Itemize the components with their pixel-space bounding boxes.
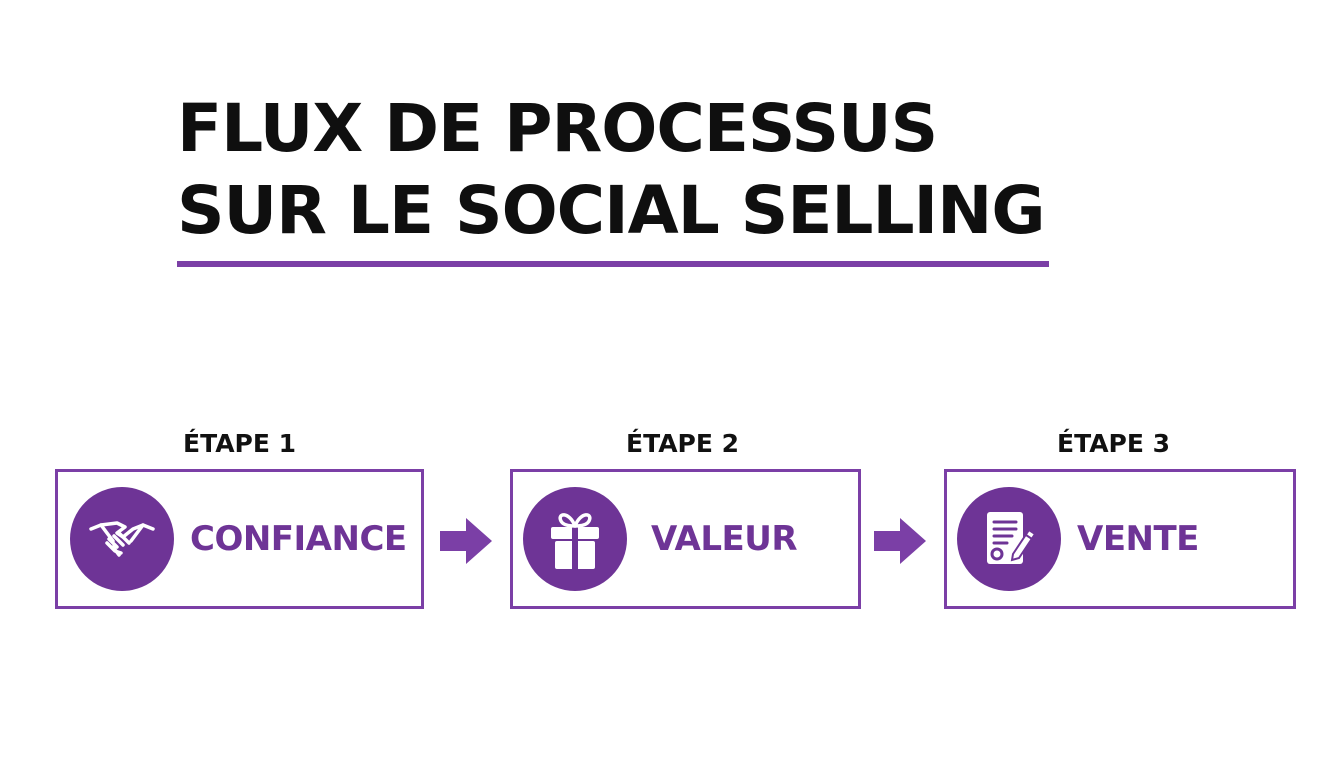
step-2-name: VALEUR — [651, 519, 798, 559]
step-1-label: ÉTAPE 1 — [183, 429, 297, 458]
contract-icon — [957, 487, 1061, 591]
step-2-label: ÉTAPE 2 — [626, 429, 740, 458]
arrow-right-icon — [440, 518, 492, 564]
arrow-right-icon — [874, 518, 926, 564]
gift-icon — [523, 487, 627, 591]
step-3-label: ÉTAPE 3 — [1057, 429, 1171, 458]
title-line-2: SUR LE SOCIAL SELLING — [177, 172, 1045, 249]
handshake-icon — [70, 487, 174, 591]
step-3-box: VENTE — [944, 469, 1296, 609]
step-1-name: CONFIANCE — [190, 519, 407, 559]
step-1-box: CONFIANCE — [55, 469, 424, 609]
title-line-1: FLUX DE PROCESSUS — [177, 90, 938, 167]
step-2-box: VALEUR — [510, 469, 861, 609]
step-3-name: VENTE — [1077, 519, 1199, 559]
title-underline — [177, 261, 1049, 267]
page-title: FLUX DE PROCESSUS SUR LE SOCIAL SELLING — [177, 88, 1045, 252]
